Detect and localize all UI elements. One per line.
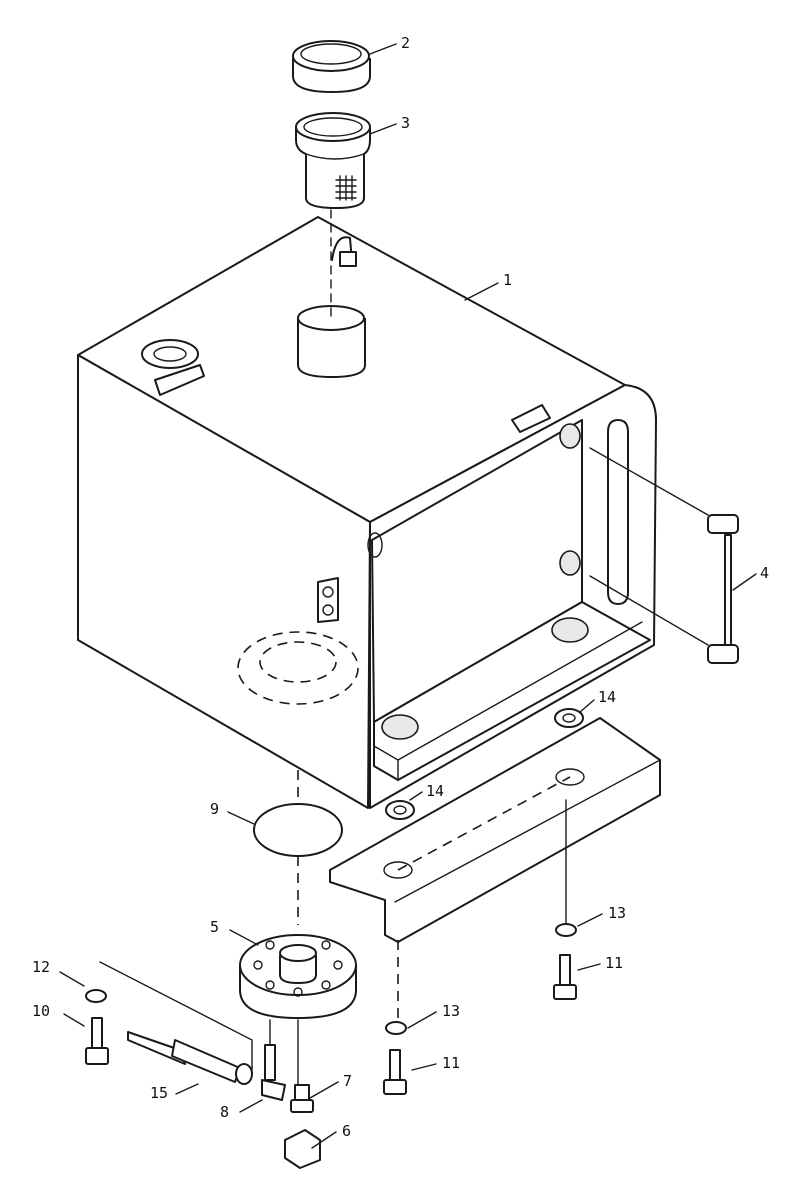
part-3-strainer [295,112,371,209]
part-14-washers [385,708,584,820]
part-7-nipple [290,1084,314,1113]
callout-9: 9 [210,800,219,818]
callout-14b: 14 [598,688,616,706]
part-6-cap [284,1129,321,1169]
callout-11b: 11 [442,1054,460,1072]
part-13-washers [385,923,577,1035]
part-8-elbow [261,1044,286,1101]
callout-6: 6 [342,1122,351,1140]
callout-10: 10 [32,1002,50,1020]
part-15-drain-valve [127,1031,253,1085]
callout-2: 2 [401,34,410,52]
part-10-bolt [85,1017,109,1065]
callout-8: 8 [220,1103,229,1121]
assembly-lines [99,770,567,1086]
callout-5: 5 [210,918,219,936]
part-5-flange [239,934,357,1019]
callout-13b: 13 [442,1002,460,1020]
callout-3: 3 [401,114,410,132]
leader-lines [59,43,757,1149]
part-2-filler-cap [292,40,371,93]
part-11-bolts [383,954,577,1095]
callout-11a: 11 [605,954,623,972]
part-1-hydraulic-tank [77,209,657,809]
part-4-level-gauge [589,447,739,664]
callout-labels: 1 2 3 4 5 6 7 8 9 10 11 11 12 13 13 14 1… [32,34,769,1140]
part-9-gasket [253,803,343,857]
callout-12: 12 [32,958,50,976]
callout-7: 7 [343,1072,352,1090]
callout-14a: 14 [426,782,444,800]
callout-13a: 13 [608,904,626,922]
part-12-washer [85,989,107,1003]
callout-15: 15 [150,1084,168,1102]
callout-4: 4 [760,564,769,582]
callout-1: 1 [503,271,512,289]
